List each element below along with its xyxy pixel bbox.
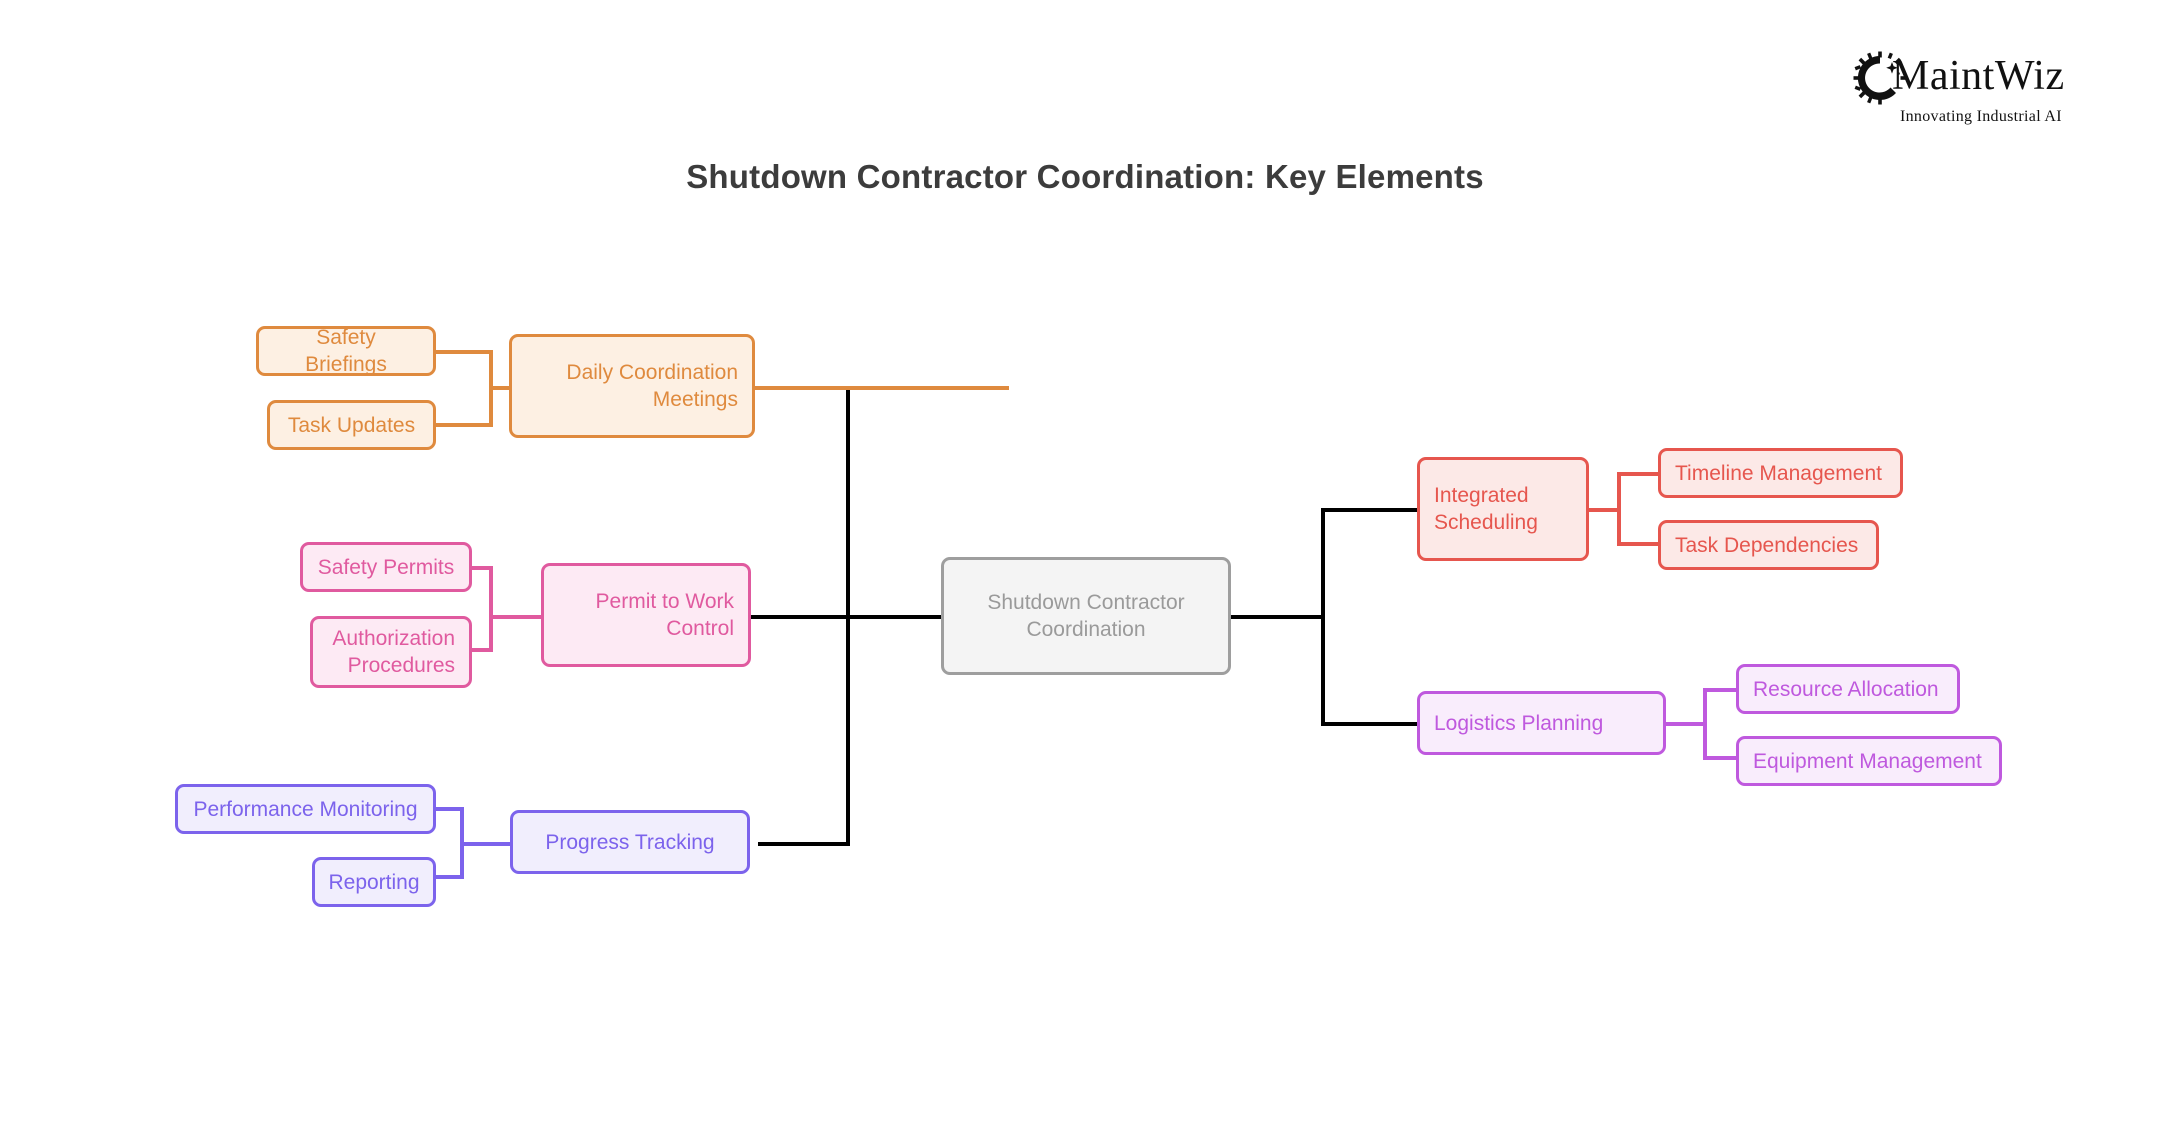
connector-orange-to-task-updates: [436, 423, 493, 427]
node-permit-to-work-control[interactable]: Permit to Work Control: [541, 563, 751, 667]
connector-purple-to-reporting: [436, 875, 464, 879]
connector-left-trunk-to-progress: [758, 842, 850, 846]
node-reporting[interactable]: Reporting: [312, 857, 436, 907]
connector-violet-to-equipment: [1703, 756, 1745, 760]
node-safety-briefings[interactable]: Safety Briefings: [256, 326, 436, 376]
connector-left-trunk-to-root: [846, 615, 941, 619]
node-task-dependencies[interactable]: Task Dependencies: [1658, 520, 1879, 570]
node-safety-permits[interactable]: Safety Permits: [300, 542, 472, 592]
connector-purple-to-parent: [460, 842, 510, 846]
brand-tagline: Innovating Industrial AI: [1900, 108, 2062, 125]
node-shutdown-contractor-coordination[interactable]: Shutdown Contractor Coordination: [941, 557, 1231, 675]
connector-pink-spine: [489, 566, 493, 652]
node-resource-allocation[interactable]: Resource Allocation: [1736, 664, 1960, 714]
node-task-updates[interactable]: Task Updates: [267, 400, 436, 450]
maintwiz-logo: MaintWiz Innovating Industrial AI: [1852, 48, 2112, 148]
node-equipment-management[interactable]: Equipment Management: [1736, 736, 2002, 786]
brand-name: MaintWiz: [1892, 53, 2065, 99]
node-timeline-management[interactable]: Timeline Management: [1658, 448, 1903, 498]
node-performance-monitoring[interactable]: Performance Monitoring: [175, 784, 436, 834]
node-authorization-procedures[interactable]: Authorization Procedures: [310, 616, 472, 688]
connector-violet-to-resource: [1703, 688, 1745, 692]
connector-red-to-parent: [1589, 508, 1621, 512]
connector-red-to-timeline: [1617, 472, 1662, 476]
connector-left-trunk-to-permit: [750, 615, 850, 619]
connector-right-trunk-to-scheduling: [1321, 508, 1417, 512]
connector-red-to-dependencies: [1617, 542, 1662, 546]
connector-purple-to-performance: [436, 807, 464, 811]
node-logistics-planning[interactable]: Logistics Planning: [1417, 691, 1666, 755]
connector-right-trunk-to-logistics: [1321, 722, 1417, 726]
connector-violet-to-parent: [1666, 722, 1707, 726]
connector-root-to-right-trunk: [1231, 615, 1323, 619]
connector-orange-to-safety-briefings: [436, 350, 493, 354]
connector-right-trunk-spine: [1321, 508, 1325, 726]
node-integrated-scheduling[interactable]: Integrated Scheduling: [1417, 457, 1589, 561]
page-title: Shutdown Contractor Coordination: Key El…: [686, 158, 1484, 195]
node-progress-tracking[interactable]: Progress Tracking: [510, 810, 750, 874]
connector-pink-to-parent: [489, 615, 541, 619]
node-daily-coordination-meetings[interactable]: Daily Coordination Meetings: [509, 334, 755, 438]
gear-sparkle-icon: [1852, 50, 1908, 106]
